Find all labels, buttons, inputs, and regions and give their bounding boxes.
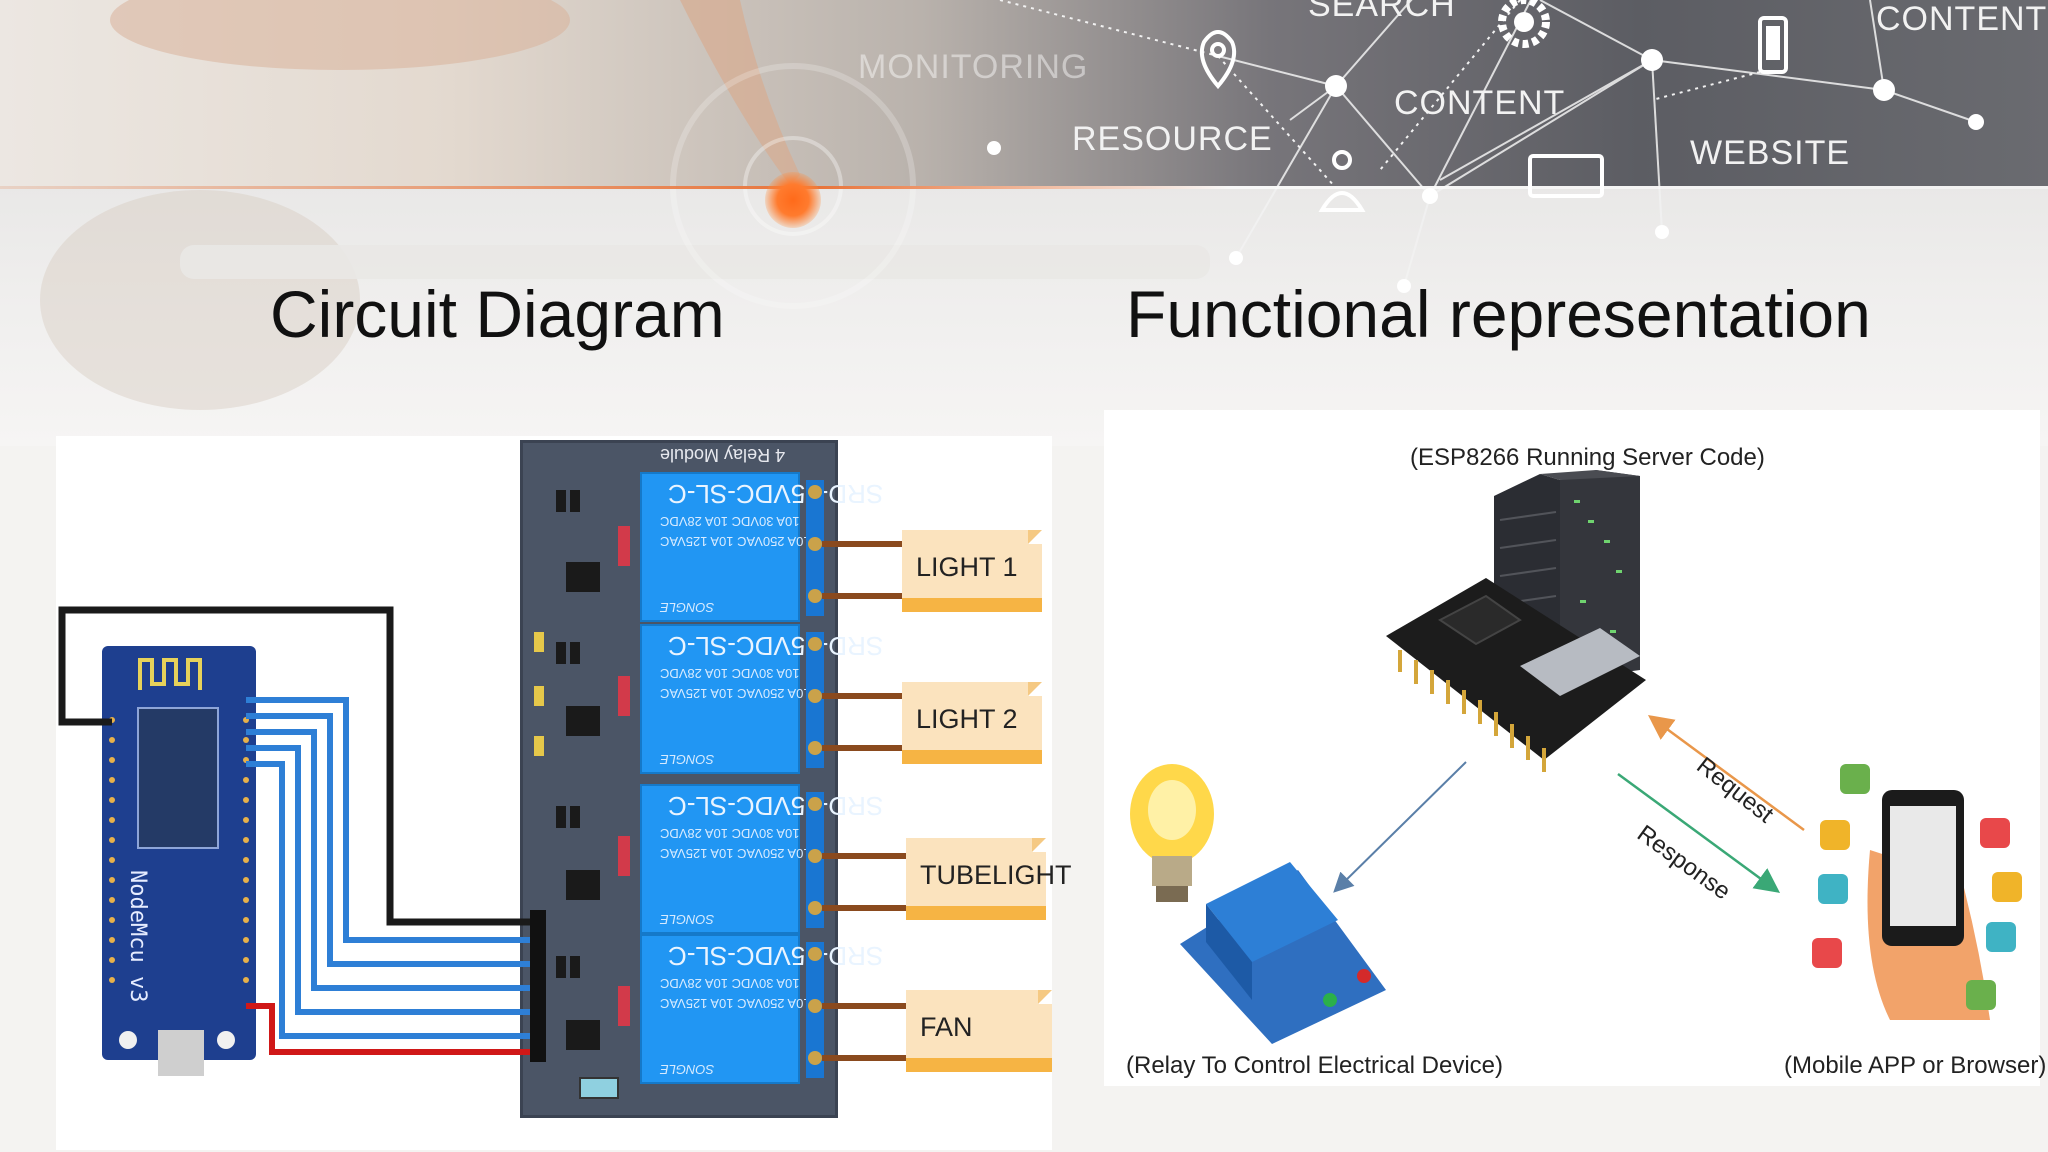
esp-chip: [137, 707, 219, 849]
network-graphic: [40, 0, 1984, 410]
net-word-monitoring: MONITORING: [858, 48, 1089, 86]
load-fan: FAN: [906, 990, 1052, 1072]
load-fan-label: FAN: [920, 1012, 973, 1042]
load-wires: [822, 541, 906, 1061]
accent-line: [0, 186, 2048, 189]
usb-port: [158, 1030, 204, 1076]
mobile-icon: [1758, 16, 1788, 74]
light-bulb-icon: [1130, 764, 1214, 902]
banner-fade: [0, 186, 2048, 446]
antenna-trace: [138, 658, 202, 690]
net-word-website: WEBSITE: [1690, 134, 1851, 172]
net-word-content-2: CONTENT: [1876, 0, 2048, 38]
esp8266-board-icon: [1386, 578, 1646, 772]
request-arrow: [1647, 715, 1805, 832]
load-light-2-label: LIGHT 2: [916, 704, 1018, 734]
circuit-diagram-title: Circuit Diagram: [270, 277, 725, 351]
mobile-phone-icon: [1867, 790, 1990, 1020]
load-tubelight: TUBELIGHT: [906, 838, 1072, 920]
load-light-1-label: LIGHT 1: [916, 552, 1018, 582]
user-icon: [1318, 150, 1366, 212]
monitor-icon: [1528, 154, 1604, 198]
gear-icon: [1498, 0, 1550, 48]
response-arrow: [1617, 772, 1781, 893]
control-arrow: [1333, 761, 1467, 893]
relay-3: [640, 784, 800, 934]
power-wire: [246, 1003, 530, 1055]
mobile-caption: (Mobile APP or Browser): [1784, 1052, 2047, 1079]
hand-shape: [110, 0, 570, 70]
server-caption: (ESP8266 Running Server Code): [1410, 444, 1765, 471]
signal-wires: [246, 697, 530, 1039]
load-tubelight-label: TUBELIGHT: [920, 860, 1072, 890]
functional-representation-title: Functional representation: [1126, 277, 1871, 351]
rst-button: [119, 1031, 137, 1049]
net-word-content: CONTENT: [1394, 84, 1566, 122]
load-light-2: LIGHT 2: [902, 682, 1042, 764]
relay-1: [640, 472, 800, 622]
location-pin-icon: [1199, 30, 1237, 90]
load-light-1: LIGHT 1: [902, 530, 1042, 612]
app-icons: [1812, 764, 2022, 1010]
net-word-search: SEARCH: [1308, 0, 1456, 24]
relay-module-icon: [1180, 862, 1386, 1044]
net-word-resource: RESOURCE: [1072, 120, 1273, 158]
relay-2: [640, 624, 800, 774]
flash-button: [217, 1031, 235, 1049]
ground-wire: [58, 606, 530, 926]
phone-shape: [180, 245, 1210, 279]
touch-glow: [765, 172, 821, 228]
finger-shape: [680, 0, 800, 185]
relay-4: [640, 934, 800, 1084]
relay-caption: (Relay To Control Electrical Device): [1126, 1052, 1504, 1079]
